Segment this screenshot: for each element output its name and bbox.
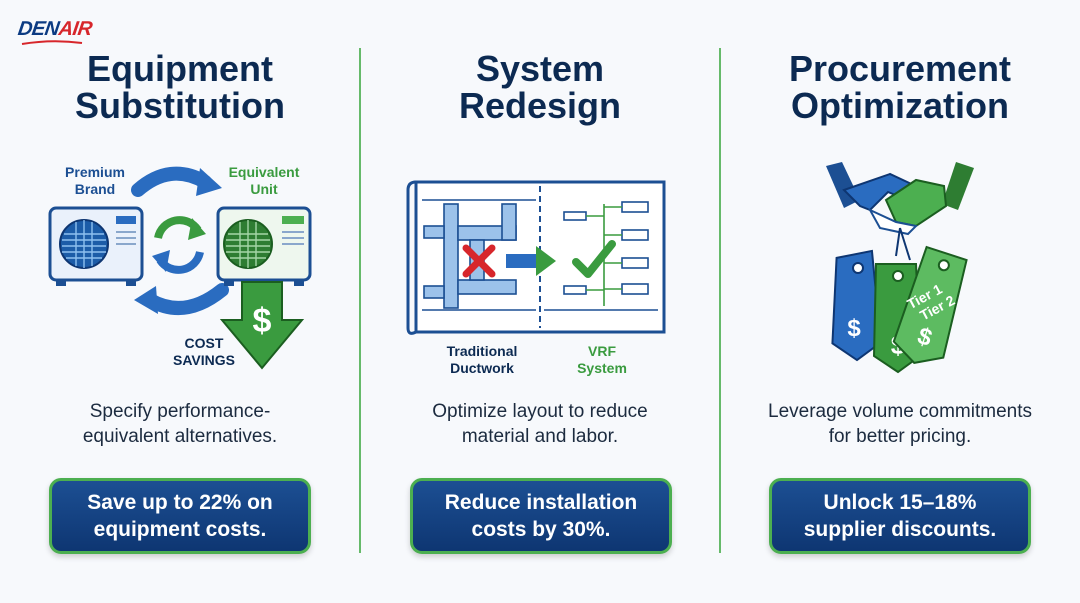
label-ductwork: Ductwork (450, 360, 514, 376)
desc-line-1: Specify performance- (89, 401, 271, 422)
sync-icon (152, 216, 206, 274)
callout-line-2: supplier discounts. (803, 518, 997, 541)
title-line-2: Substitution (75, 85, 285, 126)
label-vrf: VRF (588, 343, 616, 359)
dollar-sign: $ (253, 302, 272, 340)
desc-line-1: Leverage volume commitments (768, 401, 1032, 422)
desc-line-1: Optimize layout to reduce (432, 401, 648, 422)
title-line-1: Equipment (87, 48, 273, 89)
callout-line-1: Unlock 15–18% (823, 491, 977, 514)
title-line-1: System (475, 48, 605, 89)
title-line-2: Redesign (458, 85, 622, 126)
arrow-top-icon (131, 166, 222, 197)
vrf-system-icon (563, 201, 649, 306)
transition-arrow-icon (506, 246, 556, 276)
arrow-bottom-icon (134, 283, 229, 315)
callout-line-1: Save up to 22% on (87, 491, 273, 514)
equipment-substitution-illustration: Premium Brand Equivalent Unit (48, 164, 312, 370)
label-savings: SAVINGS (173, 352, 235, 368)
column-description: Specify performance- equivalent alternat… (0, 399, 360, 449)
savings-callout: Reduce installation costs by 30%. (410, 478, 672, 554)
desc-line-2: material and labor. (461, 426, 619, 447)
price-tag-tier-icon: Tier 1 Tier 2 $ (892, 245, 968, 364)
savings-callout: Unlock 15–18% supplier discounts. (769, 478, 1031, 554)
label-cost: COST (185, 335, 224, 351)
tag-dollar-1: $ (847, 315, 861, 342)
label-premium-brand-1: Premium (65, 164, 125, 180)
cost-savings-arrow-icon: $ (219, 281, 305, 370)
system-redesign-illustration: Traditional Ductwork VRF System (406, 180, 666, 376)
equivalent-ac-unit-icon (216, 206, 312, 286)
label-equivalent-unit-2: Unit (250, 181, 278, 197)
label-equivalent-unit-1: Equivalent (229, 164, 300, 180)
desc-line-2: equivalent alternatives. (82, 426, 278, 447)
column-description: Optimize layout to reduce material and l… (360, 399, 720, 449)
column-system-redesign: System Redesign (360, 0, 720, 603)
column-title: Procurement Optimization (720, 50, 1080, 124)
column-title: Equipment Substitution (0, 50, 360, 124)
reject-x-icon (462, 244, 496, 278)
column-description: Leverage volume commitments for better p… (720, 399, 1080, 449)
callout-line-2: costs by 30%. (471, 518, 611, 541)
procurement-illustration: $ $ Tier 1 Tier 2 $ (826, 162, 974, 374)
label-traditional: Traditional (447, 343, 518, 359)
callout-line-2: equipment costs. (93, 518, 267, 541)
label-system: System (577, 360, 627, 376)
title-line-2: Optimization (791, 85, 1009, 126)
price-tag-blue-icon: $ (831, 249, 882, 362)
label-premium-brand-2: Brand (75, 181, 115, 197)
savings-callout: Save up to 22% on equipment costs. (49, 478, 311, 554)
column-divider-2 (719, 48, 721, 553)
logo-swoosh (21, 40, 83, 45)
column-divider-1 (359, 48, 361, 553)
column-equipment-substitution: Equipment Substitution Premium Brand Equ… (0, 0, 360, 603)
column-title: System Redesign (360, 50, 720, 124)
title-line-1: Procurement (788, 48, 1012, 89)
premium-ac-unit-icon (48, 206, 144, 286)
column-procurement-optimization: Procurement Optimization $ $ (720, 0, 1080, 603)
handshake-icon (826, 162, 974, 261)
desc-line-2: for better pricing. (828, 426, 972, 447)
callout-line-1: Reduce installation (444, 491, 638, 514)
